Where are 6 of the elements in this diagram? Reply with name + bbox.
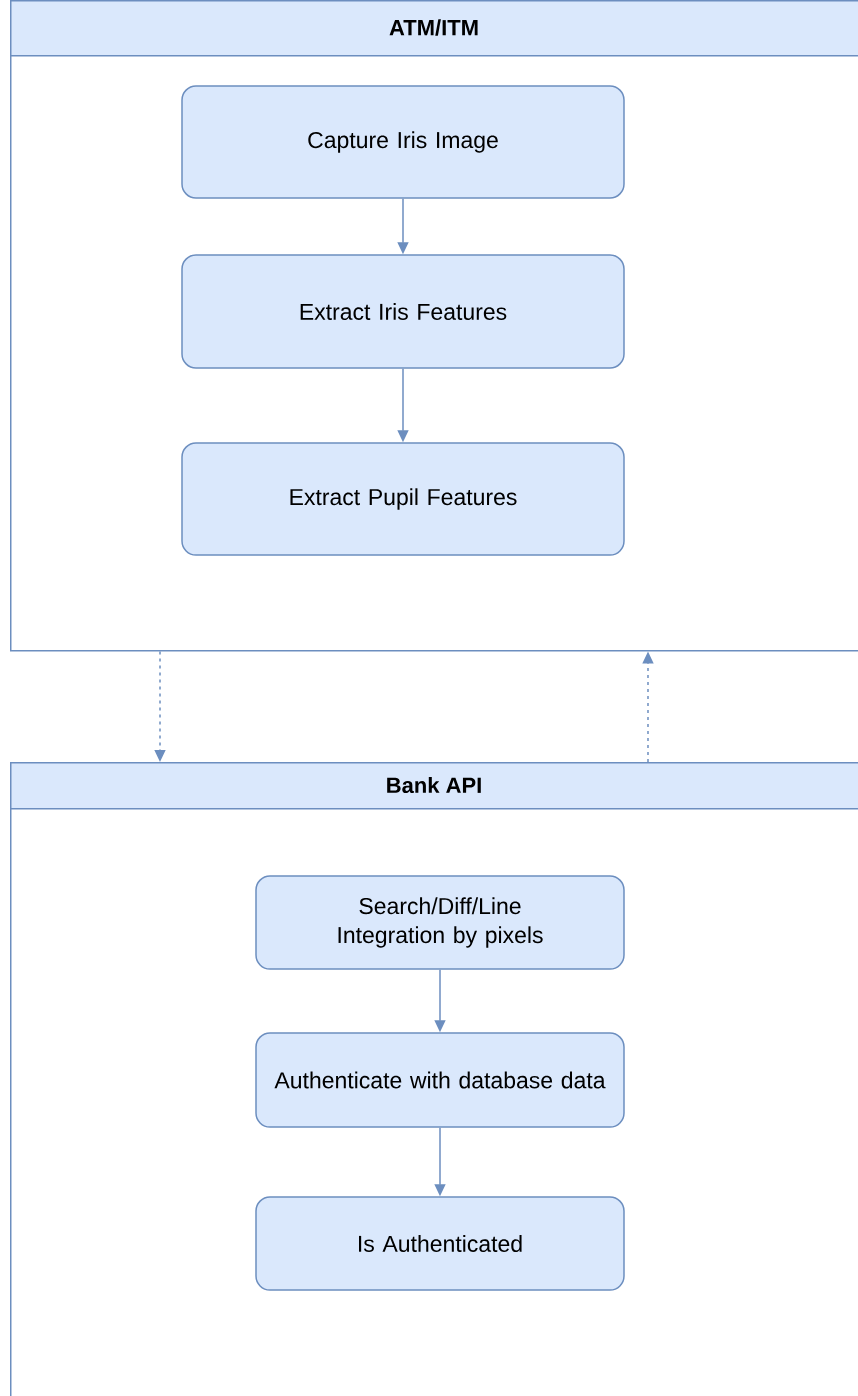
process-box: Search/Diff/Line Integration by pixels [255,875,625,970]
process-box: Is Authenticated [255,1196,625,1291]
process-box: Extract Iris Features [181,254,625,369]
process-box: Capture Iris Image [181,85,625,199]
process-box: Authenticate with database data [255,1032,625,1128]
process-box: Extract Pupil Features [181,442,625,556]
